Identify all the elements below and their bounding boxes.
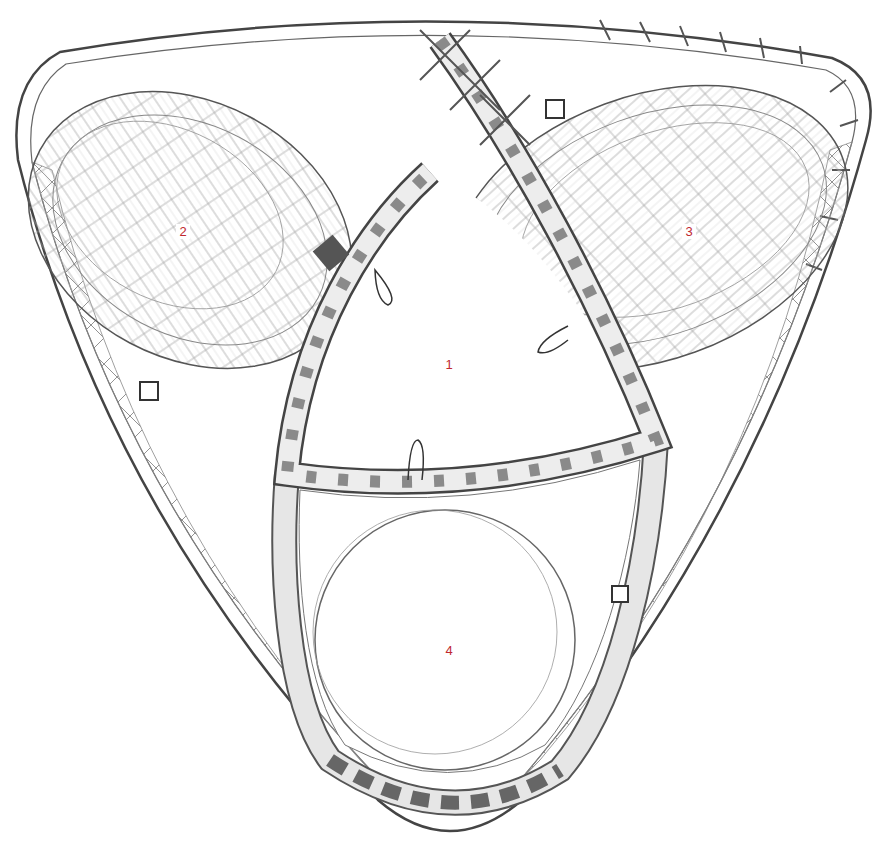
lower-loop-band bbox=[284, 440, 656, 803]
callout-number: 2 bbox=[176, 224, 189, 239]
arena-ring bbox=[315, 510, 575, 770]
lower-loop-band bbox=[284, 440, 656, 803]
ramp bbox=[538, 326, 568, 353]
stair-core bbox=[612, 586, 628, 602]
stair-core bbox=[313, 235, 350, 272]
arena-ring bbox=[313, 510, 557, 754]
ramp bbox=[375, 270, 392, 305]
core-band-rooms bbox=[287, 40, 656, 482]
arena-floor bbox=[299, 460, 640, 773]
callout-number: 4 bbox=[442, 643, 455, 658]
callout-number: 1 bbox=[442, 357, 455, 372]
seating-ring bbox=[24, 84, 316, 347]
stair-core bbox=[546, 100, 564, 118]
stair-core bbox=[140, 382, 158, 400]
upper-bracing bbox=[420, 30, 530, 145]
ramp bbox=[408, 440, 423, 480]
callout-number: 3 bbox=[682, 224, 695, 239]
core-band bbox=[287, 40, 656, 482]
core-band bbox=[287, 40, 656, 482]
